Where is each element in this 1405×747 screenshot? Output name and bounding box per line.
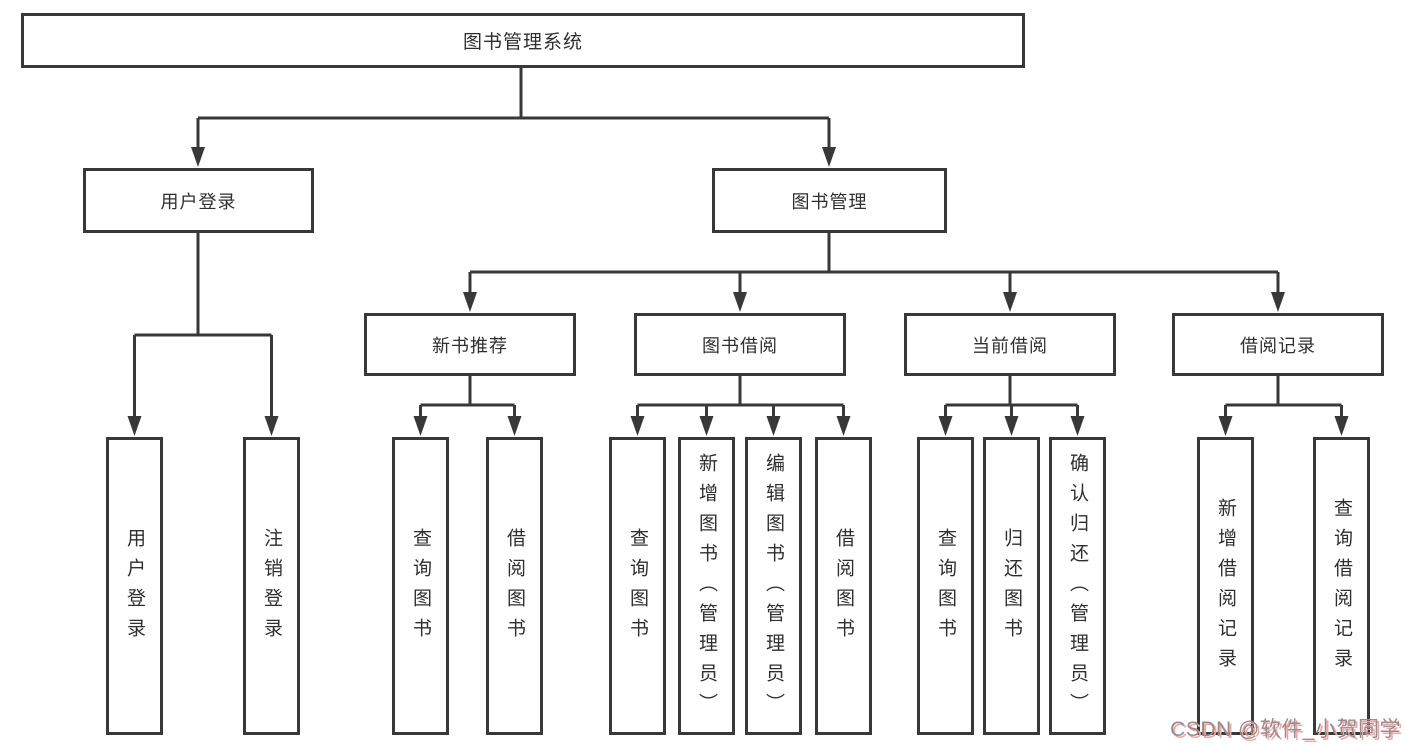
connector-lines xyxy=(133,68,1343,420)
leaf-bb-edit-books-admin: 编辑图书（管理员） xyxy=(745,437,802,735)
connector-line xyxy=(419,376,516,420)
leaf-bb-borrow-books: 借阅图书 xyxy=(815,437,872,735)
connector-line xyxy=(944,376,1079,420)
connector-line xyxy=(196,68,831,152)
leaf-bb-query-books: 查询图书 xyxy=(609,437,666,735)
connector-line xyxy=(468,233,1280,298)
leaf-nb-borrow-books: 借阅图书 xyxy=(486,437,543,735)
connector-line xyxy=(133,233,273,420)
leaf-logout: 注销登录 xyxy=(243,437,300,735)
arrow-down-icon xyxy=(264,416,279,436)
node-book-management: 图书管理 xyxy=(712,168,947,233)
leaf-nb-query-books: 查询图书 xyxy=(392,437,449,735)
leaf-bb-add-books-admin: 新增图书（管理员） xyxy=(678,437,735,735)
node-book-borrow: 图书借阅 xyxy=(634,313,846,376)
arrow-down-icon xyxy=(1334,416,1349,436)
arrow-down-icon xyxy=(938,416,953,436)
arrow-down-icon xyxy=(733,292,747,312)
arrow-down-icon xyxy=(1003,292,1017,312)
arrow-down-icon xyxy=(836,416,851,436)
arrow-down-icon xyxy=(822,147,836,167)
leaf-user-login: 用户登录 xyxy=(106,437,163,735)
arrow-down-icon xyxy=(127,416,142,436)
leaf-br-add-borrow-record: 新增借阅记录 xyxy=(1197,437,1254,735)
leaf-cb-return-books: 归还图书 xyxy=(983,437,1040,735)
node-root: 图书管理系统 xyxy=(21,13,1025,68)
arrow-down-icon xyxy=(507,416,522,436)
leaf-cb-query-books: 查询图书 xyxy=(917,437,974,735)
node-borrow-records: 借阅记录 xyxy=(1172,313,1384,376)
connector-line xyxy=(636,376,845,420)
arrow-down-icon xyxy=(630,416,645,436)
node-user-login: 用户登录 xyxy=(83,168,314,233)
arrow-down-icon xyxy=(1070,416,1085,436)
connector-line xyxy=(1224,376,1343,420)
csdn-watermark: CSDN @软件_小贺同学 xyxy=(1170,718,1401,741)
arrow-down-icon xyxy=(766,416,781,436)
arrow-down-icon xyxy=(191,147,205,167)
arrow-down-icon xyxy=(1218,416,1233,436)
arrow-down-icon xyxy=(1271,292,1285,312)
leaf-br-query-borrow-record: 查询借阅记录 xyxy=(1313,437,1370,735)
arrow-down-icon xyxy=(1004,416,1019,436)
arrow-down-icon xyxy=(463,292,477,312)
node-new-book-recommend: 新书推荐 xyxy=(364,313,576,376)
node-current-borrow: 当前借阅 xyxy=(904,313,1116,376)
arrow-down-icon xyxy=(699,416,714,436)
leaf-cb-confirm-return-admin: 确认归还（管理员） xyxy=(1049,437,1106,735)
arrow-down-icon xyxy=(413,416,428,436)
